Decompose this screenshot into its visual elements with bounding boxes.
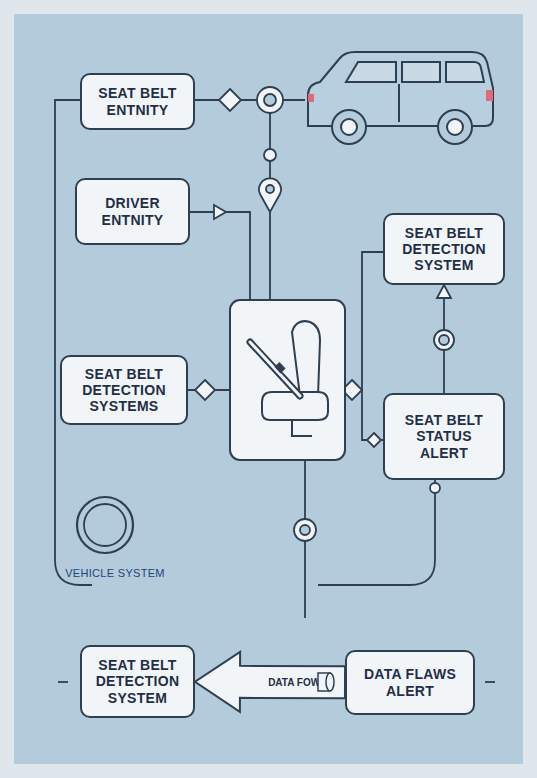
cylinder-body bbox=[318, 673, 330, 691]
cylinder-end bbox=[326, 673, 334, 691]
process-box: SEAT BELT ENTNITY bbox=[80, 73, 195, 130]
car-illustration bbox=[308, 52, 493, 144]
box-label: SEAT BELT STATUS ALERT bbox=[397, 412, 491, 460]
dot-symbol bbox=[430, 483, 440, 493]
process-box: SEAT BELT STATUS ALERT bbox=[383, 393, 505, 480]
ring-symbol bbox=[439, 335, 449, 345]
wires bbox=[55, 100, 495, 682]
vehicle-ring bbox=[84, 504, 126, 546]
vehicle-ring bbox=[77, 497, 133, 553]
process-box: SEAT BELT DETECTION SYSTEM bbox=[383, 213, 505, 285]
box-label: SEAT BELT DETECTION SYSTEMS bbox=[74, 366, 174, 414]
edge-label: DATA FOWS bbox=[268, 676, 327, 687]
car-window bbox=[402, 62, 440, 82]
process-box: DRIVER ENTNITY bbox=[75, 178, 190, 245]
car-window bbox=[446, 62, 484, 82]
car-wheel bbox=[438, 110, 472, 144]
process-box: SEAT BELT DETECTION SYSTEM bbox=[80, 645, 195, 718]
box-label: DRIVER ENTNITY bbox=[89, 195, 176, 227]
wire bbox=[362, 390, 383, 440]
wire bbox=[345, 252, 383, 390]
seat-belt bbox=[250, 342, 300, 396]
ring-symbol bbox=[300, 525, 310, 535]
pin-symbol bbox=[259, 178, 281, 212]
ring-symbol bbox=[257, 87, 283, 113]
car-hub bbox=[341, 119, 357, 135]
data-cylinder bbox=[318, 673, 334, 691]
diamond-symbol bbox=[219, 89, 241, 111]
dot-symbol bbox=[264, 149, 276, 161]
seat-base bbox=[292, 420, 312, 436]
diamond-symbol bbox=[195, 380, 215, 400]
symbols bbox=[77, 87, 454, 553]
box-label: DATA FLAWS ALERT bbox=[359, 666, 461, 698]
wire bbox=[58, 681, 68, 683]
box-label: SEAT BELT ENTNITY bbox=[94, 85, 181, 117]
seat-back bbox=[292, 321, 320, 396]
wire bbox=[195, 99, 305, 101]
belt-buckle bbox=[274, 362, 285, 373]
seat-box bbox=[230, 300, 345, 460]
car-wheel bbox=[332, 110, 366, 144]
ring-symbol bbox=[294, 519, 316, 541]
block-arrow bbox=[195, 652, 345, 712]
box-label: SEAT BELT DETECTION SYSTEM bbox=[397, 225, 491, 273]
seat-cushion bbox=[262, 392, 328, 420]
chevron-symbol bbox=[214, 205, 226, 219]
process-box: SEAT BELT DETECTION SYSTEMS bbox=[60, 355, 188, 425]
ring-symbol bbox=[264, 94, 276, 106]
car-tail-light bbox=[486, 90, 493, 101]
wire bbox=[318, 480, 435, 585]
car-door-line bbox=[398, 84, 400, 122]
central-seat-box bbox=[230, 300, 345, 460]
seat-belt bbox=[250, 342, 300, 396]
process-box: DATA FLAWS ALERT bbox=[345, 650, 475, 715]
wire bbox=[190, 212, 250, 300]
background-panel bbox=[14, 14, 523, 764]
car-head-light bbox=[308, 94, 314, 102]
box-label: SEAT BELT DETECTION SYSTEM bbox=[94, 657, 181, 705]
car-hub bbox=[447, 119, 463, 135]
ring-symbol bbox=[434, 330, 454, 350]
car-window bbox=[346, 62, 396, 82]
diamond-symbol bbox=[367, 433, 381, 447]
free-label: VEHICLE SYSTEM bbox=[50, 567, 180, 579]
pin-symbol bbox=[266, 185, 274, 193]
wire bbox=[485, 681, 495, 683]
